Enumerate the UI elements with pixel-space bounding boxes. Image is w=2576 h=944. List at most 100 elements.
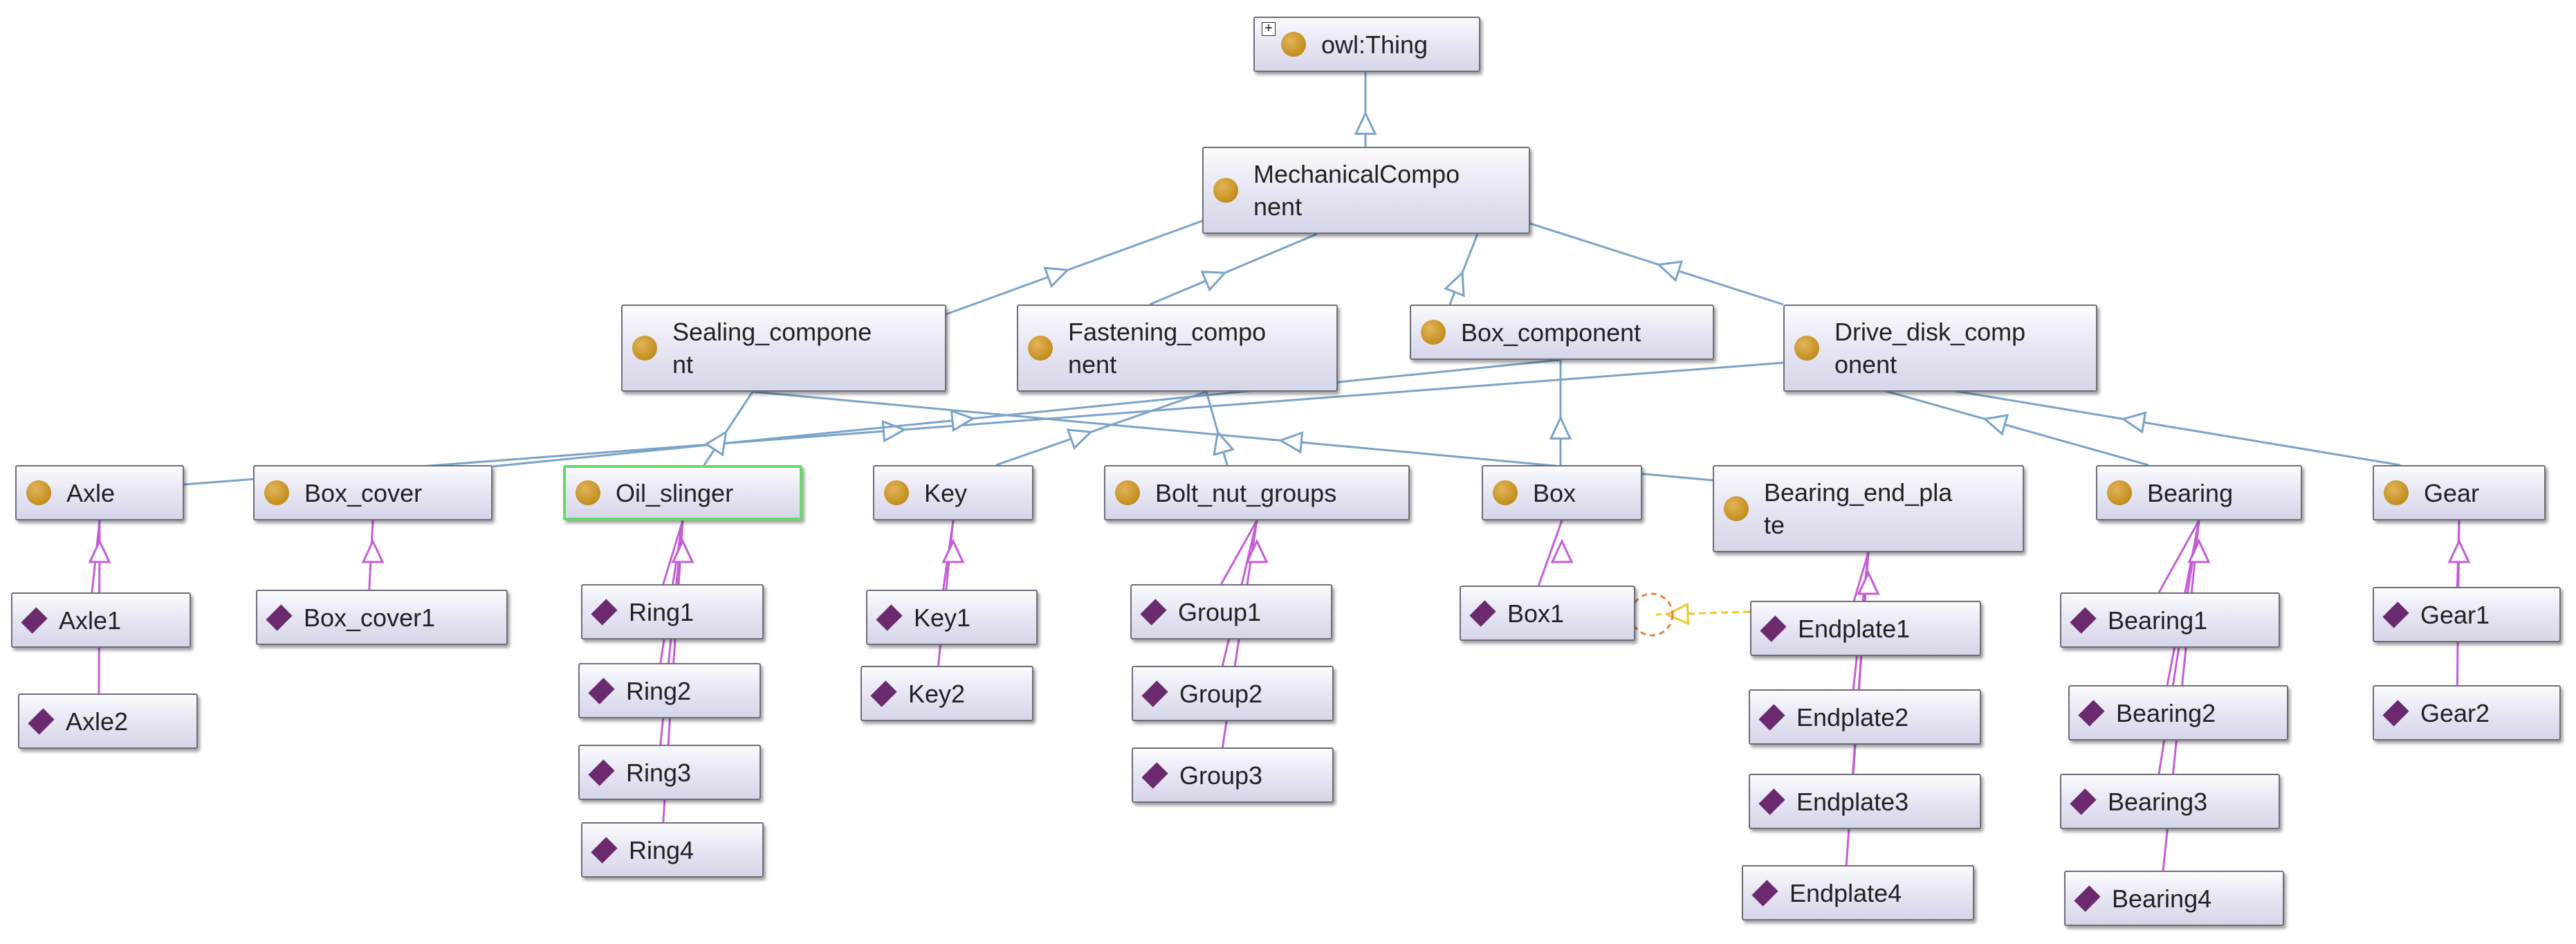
class-icon: [576, 480, 600, 505]
subclass-edge-oilslinger-sealing: [703, 391, 754, 466]
node-individual-endplate3[interactable]: Endplate3: [1749, 774, 1981, 829]
subclass-edge-mech-thing: [1354, 72, 1377, 147]
individual-diamond-icon: [1140, 598, 1167, 626]
node-individual-key1[interactable]: Key1: [866, 590, 1038, 645]
class-icon: [264, 480, 289, 505]
individual-diamond-icon: [870, 680, 897, 707]
node-bearing-end-plate[interactable]: Bearing_end_pla te: [1713, 465, 2024, 552]
node-label: Gear1: [2420, 600, 2490, 629]
node-box-component[interactable]: Box_component: [1410, 305, 1714, 360]
node-label: Group1: [1178, 597, 1262, 626]
node-individual-bearing3[interactable]: Bearing3: [2060, 774, 2280, 829]
node-key[interactable]: Key: [873, 465, 1033, 520]
node-individual-ring2[interactable]: Ring2: [578, 663, 761, 718]
individual-diamond-icon: [1758, 788, 1785, 815]
node-individual-bearing2[interactable]: Bearing2: [2068, 685, 2288, 741]
node-individual-box1[interactable]: Box1: [1460, 586, 1635, 641]
node-individual-endplate1[interactable]: Endplate1: [1750, 601, 1981, 656]
class-icon: [1724, 496, 1749, 521]
node-bearing[interactable]: Bearing: [2096, 465, 2302, 520]
node-label: Endplate4: [1790, 878, 1902, 907]
node-individual-ring3[interactable]: Ring3: [578, 745, 761, 800]
instance-edge-box1-box: [1537, 520, 1574, 586]
class-icon: [1281, 32, 1306, 57]
node-bolt-nut-groups[interactable]: Bolt_nut_groups: [1104, 465, 1410, 520]
node-label: Axle2: [66, 707, 129, 736]
node-label: Bolt_nut_groups: [1155, 478, 1337, 507]
node-label: MechanicalCompo nent: [1253, 160, 1460, 221]
node-mechanical-component[interactable]: MechanicalCompo nent: [1202, 147, 1530, 234]
node-label: Axle1: [59, 606, 122, 635]
node-box[interactable]: Box: [1482, 465, 1642, 520]
node-label: Endplate1: [1798, 614, 1911, 643]
node-label: Box: [1533, 478, 1576, 507]
node-axle[interactable]: Axle: [15, 465, 184, 520]
individual-diamond-icon: [591, 836, 618, 864]
node-drive-disk-component[interactable]: Drive_disk_comp onent: [1783, 305, 2097, 392]
expand-plus-icon[interactable]: +: [1262, 21, 1276, 36]
node-owl-thing[interactable]: + owl:Thing: [1253, 17, 1480, 72]
node-label: Axle: [66, 478, 116, 507]
node-box-cover[interactable]: Box_cover: [253, 465, 493, 520]
node-individual-endplate4[interactable]: Endplate4: [1742, 865, 1974, 920]
class-icon: [884, 480, 909, 505]
individual-diamond-icon: [2382, 699, 2409, 727]
individual-diamond-icon: [1141, 761, 1168, 789]
node-individual-group1[interactable]: Group1: [1130, 584, 1332, 639]
node-label: Bearing4: [2112, 884, 2212, 913]
subclass-edge-box-boxcomp: [1549, 360, 1572, 465]
node-oil-slinger[interactable]: Oil_slinger: [563, 465, 802, 520]
class-icon: [1115, 480, 1140, 505]
node-label: Endplate3: [1796, 787, 1909, 816]
individual-diamond-icon: [21, 606, 48, 634]
node-fastening-component[interactable]: Fastening_compo nent: [1017, 305, 1338, 392]
individual-diamond-icon: [1758, 703, 1785, 731]
node-label: owl:Thing: [1321, 30, 1428, 59]
node-individual-group2[interactable]: Group2: [1132, 666, 1334, 721]
instance-edge-boxcover1-boxcover: [361, 520, 385, 590]
node-label: Bearing: [2147, 478, 2234, 507]
node-label: Box_component: [1461, 318, 1641, 347]
node-individual-axle1[interactable]: Axle1: [11, 592, 191, 648]
node-individual-group3[interactable]: Group3: [1132, 747, 1334, 803]
node-individual-bearing1[interactable]: Bearing1: [2060, 592, 2280, 648]
node-individual-box-cover1[interactable]: Box_cover1: [256, 590, 508, 645]
node-label: Key1: [914, 603, 971, 632]
individual-diamond-icon: [588, 677, 615, 705]
class-icon: [1794, 336, 1819, 361]
node-individual-bearing4[interactable]: Bearing4: [2064, 871, 2284, 926]
node-label: Key2: [908, 679, 966, 708]
node-individual-endplate2[interactable]: Endplate2: [1749, 689, 1981, 745]
individual-diamond-icon: [1469, 599, 1496, 627]
node-individual-gear1[interactable]: Gear1: [2373, 587, 2561, 642]
subclass-edge-drive-mech: [1506, 215, 1784, 306]
subclass-edge-sealing-mech: [946, 215, 1217, 316]
subclass-edge-key-fastening: [995, 390, 1207, 466]
node-individual-ring1[interactable]: Ring1: [581, 584, 764, 639]
node-label: Group3: [1179, 761, 1263, 790]
class-icon: [1493, 480, 1518, 505]
node-individual-gear2[interactable]: Gear2: [2373, 685, 2561, 741]
node-individual-axle2[interactable]: Axle2: [18, 693, 198, 749]
node-label: Bearing1: [2108, 606, 2208, 635]
class-icon: [1421, 320, 1446, 345]
node-label: Ring2: [626, 676, 692, 705]
object-property-edge-endplate1-box1: [1630, 592, 1751, 637]
individual-diamond-icon: [1760, 615, 1787, 642]
individual-diamond-icon: [1141, 680, 1168, 707]
node-individual-ring4[interactable]: Ring4: [581, 822, 764, 878]
individual-diamond-icon: [2074, 884, 2101, 912]
node-gear[interactable]: Gear: [2373, 465, 2546, 520]
class-icon: [632, 336, 657, 361]
node-individual-key2[interactable]: Key2: [861, 666, 1033, 721]
individual-diamond-icon: [876, 603, 903, 631]
node-label: Gear2: [2420, 698, 2490, 727]
class-icon: [1028, 336, 1053, 361]
node-label: Endplate2: [1796, 702, 1909, 732]
class-icon: [26, 480, 51, 505]
individual-diamond-icon: [28, 707, 55, 735]
node-label: Ring3: [626, 758, 692, 787]
subclass-edge-fastening-mech: [1149, 233, 1318, 306]
node-label: Sealing_compone nt: [672, 318, 872, 379]
node-sealing-component[interactable]: Sealing_compone nt: [621, 305, 946, 392]
